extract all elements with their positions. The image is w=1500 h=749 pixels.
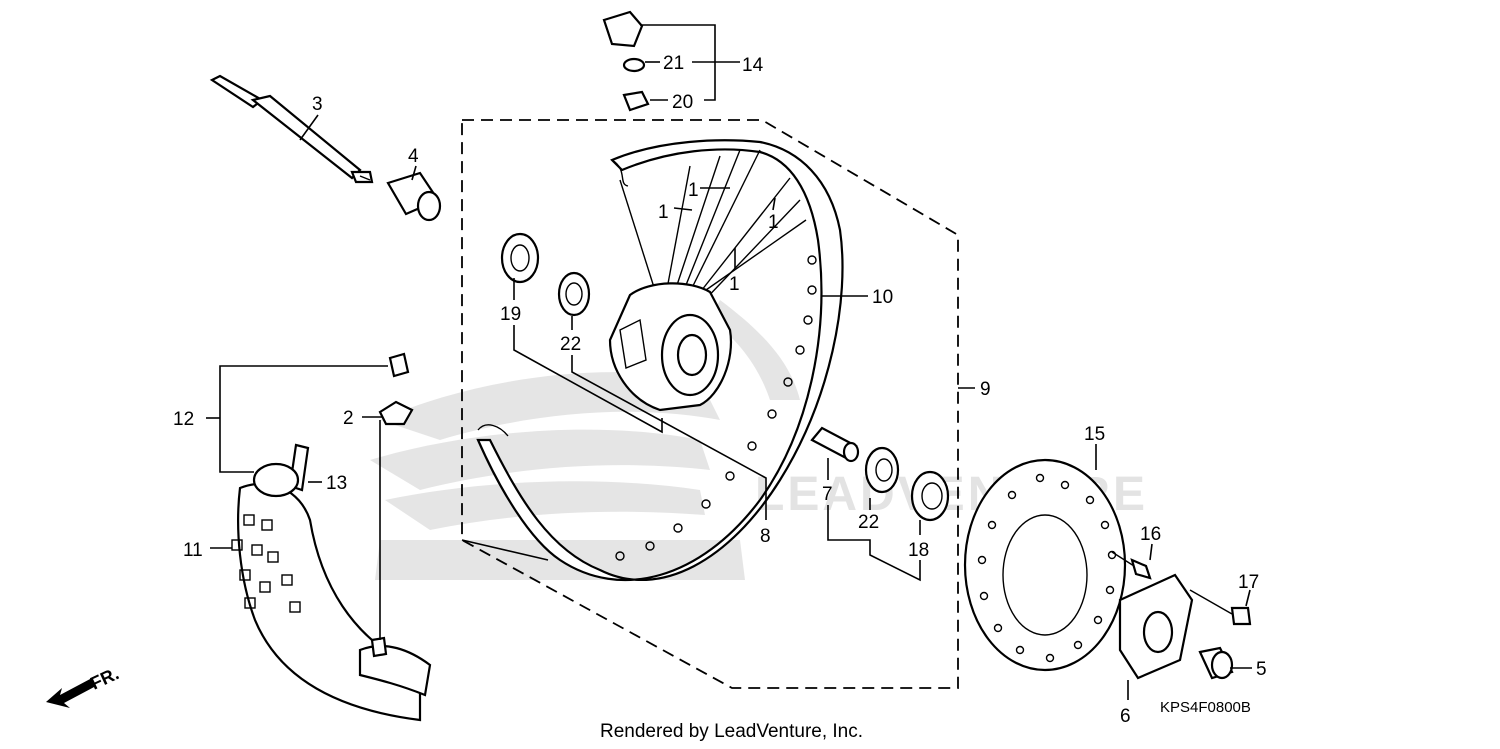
callout-22-upper: 22 bbox=[560, 334, 581, 355]
callout-1a: 1 bbox=[688, 180, 699, 201]
axle-part bbox=[209, 74, 374, 184]
callout-18: 18 bbox=[908, 540, 929, 561]
distance-collar-part bbox=[810, 426, 860, 463]
callout-12: 12 bbox=[173, 409, 194, 430]
callout-19: 19 bbox=[500, 304, 521, 325]
callout-13: 13 bbox=[326, 473, 347, 494]
callout-17: 17 bbox=[1238, 572, 1259, 593]
spoke-nipple-part bbox=[602, 10, 650, 112]
callout-1b: 1 bbox=[658, 202, 669, 223]
hub-cover-6-part bbox=[1118, 573, 1194, 680]
spokes-part bbox=[619, 149, 807, 306]
valve-cap-part bbox=[388, 352, 410, 378]
callout-10: 10 bbox=[872, 287, 893, 308]
callout-9: 9 bbox=[980, 379, 991, 400]
bearing-19-part bbox=[500, 232, 540, 284]
callout-11: 11 bbox=[183, 540, 203, 561]
callout-1d: 1 bbox=[729, 274, 740, 295]
rim-part bbox=[476, 139, 844, 582]
callout-16: 16 bbox=[1140, 524, 1161, 545]
bearing-22-lower-part bbox=[864, 446, 900, 494]
callout-3: 3 bbox=[312, 94, 323, 115]
callout-4: 4 bbox=[408, 146, 419, 167]
callout-20: 20 bbox=[672, 92, 693, 113]
leader-lines bbox=[206, 24, 1252, 700]
callout-7: 7 bbox=[822, 484, 833, 505]
front-direction-indicator: FR. bbox=[46, 663, 122, 708]
honda-wing-watermark bbox=[370, 300, 800, 580]
collar-part bbox=[386, 171, 442, 222]
wheel-assembly-box bbox=[461, 119, 959, 689]
rim-band-part bbox=[378, 400, 414, 426]
callout-6: 6 bbox=[1120, 706, 1131, 727]
inner-tube-part bbox=[252, 443, 432, 697]
callout-2: 2 bbox=[343, 408, 354, 429]
hub-part bbox=[608, 282, 733, 412]
dust-seal-18-part bbox=[910, 470, 950, 522]
rim-spoke-holes bbox=[615, 255, 817, 561]
footer-credit: Rendered by LeadVenture, Inc. bbox=[600, 721, 863, 742]
callout-1c: 1 bbox=[768, 212, 779, 233]
front-label: FR. bbox=[87, 663, 122, 693]
bearing-22-upper-part bbox=[557, 271, 591, 317]
disc-bolt-16-part bbox=[1111, 551, 1152, 580]
callout-8: 8 bbox=[760, 526, 771, 547]
brake-disc-part bbox=[963, 458, 1127, 672]
front-arrow-icon bbox=[46, 678, 96, 708]
callout-15: 15 bbox=[1084, 424, 1105, 445]
callout-14: 14 bbox=[742, 55, 764, 76]
callout-21: 21 bbox=[663, 53, 684, 74]
bolt-17-part bbox=[1189, 589, 1252, 626]
callout-labels: 3 4 21 14 20 1 1 1 1 10 9 19 22 7 22 8 1… bbox=[173, 53, 1267, 727]
callout-22-lower: 22 bbox=[858, 512, 879, 533]
callout-5: 5 bbox=[1256, 659, 1267, 680]
diagram-code: KPS4F0800B bbox=[1160, 699, 1251, 716]
collar-5-part bbox=[1198, 646, 1234, 680]
